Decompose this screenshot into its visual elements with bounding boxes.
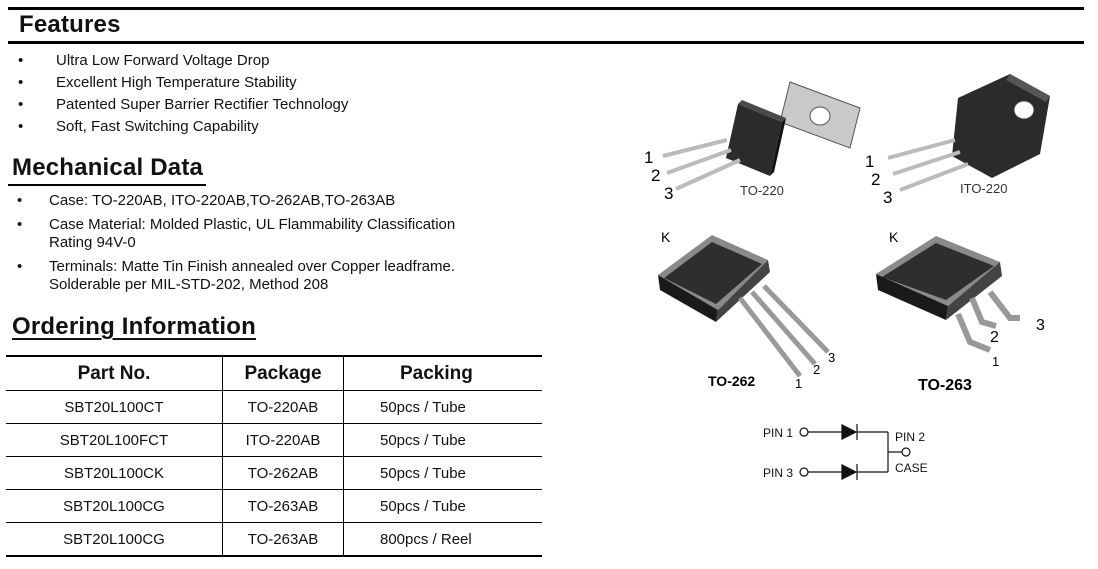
table-row: SBT20L100CG TO-263AB 800pcs / Reel	[6, 522, 542, 556]
ito220-pin-1: 1	[865, 152, 874, 171]
to263-pin-1: 1	[992, 354, 999, 369]
cell-part-no: SBT20L100CT	[64, 398, 164, 416]
to263-pin-3: 3	[1036, 317, 1045, 334]
mechanical-item: Case Material: Molded Plastic, UL Flamma…	[17, 216, 499, 252]
to220-pin-2: 2	[651, 166, 660, 185]
header-packing: Packing	[343, 356, 542, 391]
schematic-pin2-label: PIN 2	[895, 430, 925, 444]
cell-package: ITO-220AB	[222, 423, 344, 457]
schematic-pin1-label: PIN 1	[763, 426, 793, 440]
cell-packing: 800pcs / Reel	[343, 522, 542, 556]
to262-label: TO-262	[708, 373, 755, 389]
table-row: SBT20L100CK TO-262AB 50pcs / Tube	[6, 456, 542, 490]
mechanical-heading: Mechanical Data	[12, 154, 204, 181]
ito220-pin-3: 3	[883, 188, 892, 207]
cell-part-no: SBT20L100FCT	[59, 431, 169, 449]
table-row: SBT20L100CT TO-220AB 50pcs / Tube	[6, 390, 542, 424]
cell-part-no: SBT20L100CG	[63, 497, 165, 515]
feature-item: Excellent High Temperature Stability	[18, 72, 348, 94]
diode-schematic	[799, 424, 911, 480]
mechanical-item: Terminals: Matte Tin Finish annealed ove…	[17, 258, 509, 294]
ito220-label: ITO-220	[960, 181, 1007, 196]
to220-label: TO-220	[740, 183, 784, 198]
to262-k-label: K	[661, 229, 671, 245]
top-rule	[8, 7, 1084, 10]
to262-pin-1: 1	[795, 376, 802, 391]
table-row: SBT20L100CG TO-263AB 50pcs / Tube	[6, 489, 542, 523]
to263-pin-2: 2	[990, 329, 999, 346]
cell-part-no: SBT20L100CG	[63, 530, 165, 548]
cell-packing: 50pcs / Tube	[343, 489, 542, 523]
feature-item: Soft, Fast Switching Capability	[18, 116, 348, 138]
mechanical-list: Case: TO-220AB, ITO-220AB,TO-262AB,TO-26…	[17, 192, 517, 300]
cell-part-no: SBT20L100CK	[63, 464, 165, 482]
ito220-pin-2: 2	[871, 170, 880, 189]
to262-package-image	[658, 235, 830, 378]
to220-package-image	[662, 81, 861, 191]
header-part-no: Part No.	[77, 362, 151, 384]
to263-k-label: K	[889, 229, 899, 245]
features-list: Ultra Low Forward Voltage Drop Excellent…	[18, 50, 348, 138]
schematic-pin3-label: PIN 3	[763, 466, 793, 480]
schematic-case-label: CASE	[895, 461, 928, 475]
header-package: Package	[222, 356, 344, 391]
feature-item: Patented Super Barrier Rectifier Technol…	[18, 94, 348, 116]
cell-package: TO-263AB	[222, 489, 344, 523]
mechanical-underline	[8, 184, 206, 186]
cell-packing: 50pcs / Tube	[343, 423, 542, 457]
features-heading: Features	[19, 11, 121, 38]
cell-package: TO-263AB	[222, 522, 344, 556]
to220-pin-3: 3	[664, 184, 673, 203]
features-underline	[8, 41, 1084, 44]
ito220-package-image	[887, 74, 1050, 192]
to220-pin-1: 1	[644, 148, 653, 167]
mechanical-item: Case: TO-220AB, ITO-220AB,TO-262AB,TO-26…	[17, 192, 517, 210]
to262-pin-3: 3	[828, 350, 835, 365]
table-header-row: Part No. Package Packing	[6, 356, 542, 391]
ordering-table: Part No. Package Packing SBT20L100CT TO-…	[6, 355, 542, 557]
cell-packing: 50pcs / Tube	[343, 390, 542, 424]
cell-package: TO-262AB	[222, 456, 344, 490]
table-row: SBT20L100FCT ITO-220AB 50pcs / Tube	[6, 423, 542, 457]
cell-package: TO-220AB	[222, 390, 344, 424]
ordering-heading: Ordering Information	[12, 313, 256, 340]
to263-label: TO-263	[918, 377, 972, 394]
to263-package-image	[876, 236, 1020, 353]
to262-pin-2: 2	[813, 362, 820, 377]
cell-packing: 50pcs / Tube	[343, 456, 542, 490]
feature-item: Ultra Low Forward Voltage Drop	[18, 50, 348, 72]
